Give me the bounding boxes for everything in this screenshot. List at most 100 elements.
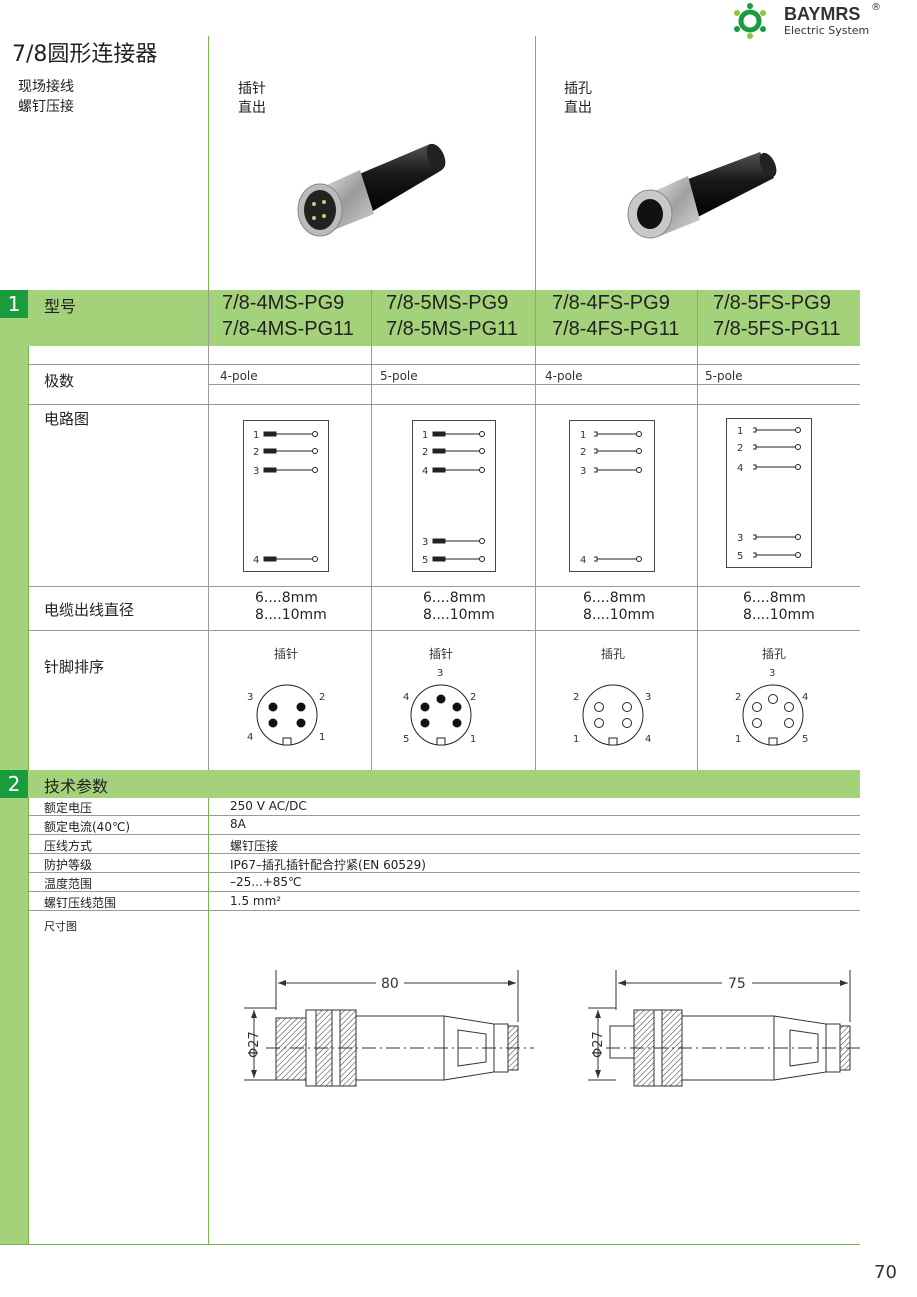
svg-text:4: 4: [802, 692, 808, 703]
socket-column-label-1: 插孔: [564, 81, 592, 97]
circuit-diagram: 1 2 3 4: [569, 420, 655, 572]
svg-text:2: 2: [573, 692, 579, 703]
row-line: [28, 364, 860, 365]
row-line: [28, 815, 860, 816]
row-line: [28, 891, 860, 892]
circuit-diagram: 1 2 4 3 5: [726, 418, 812, 568]
svg-text:3: 3: [247, 692, 253, 703]
param-value: 8A: [230, 817, 246, 831]
cable-label: 电缆出线直径: [44, 601, 135, 619]
circuit-pin-label: 3: [580, 466, 586, 477]
brand-logo: BAYMRS ® Electric System: [730, 2, 910, 40]
svg-text:2: 2: [319, 692, 325, 703]
dimension-diameter: Φ27: [591, 1031, 606, 1058]
row-line: [28, 853, 860, 854]
section1-header: [0, 290, 860, 346]
pin-column-label-1: 插针: [238, 81, 266, 97]
circuit-label: 电路图: [44, 410, 90, 428]
pinout-type: 插孔: [761, 647, 786, 661]
svg-text:4: 4: [247, 732, 253, 743]
section2-number: 2: [0, 770, 28, 798]
pinout-diagram-male-4: 3 2 4 1: [247, 684, 325, 746]
install-label-1: 现场接线: [18, 79, 74, 95]
dimension-drawing-male: 80 Φ27: [244, 970, 534, 1087]
circuit-diagram: 1 2 3 4: [243, 420, 329, 572]
dimension-length: 80: [381, 976, 399, 992]
section2-label: 技术参数: [44, 777, 109, 796]
male-connector-image: [297, 143, 446, 237]
section2-header: [0, 770, 860, 798]
section1-number: 1: [0, 290, 28, 318]
pinout-type: 插孔: [600, 647, 625, 661]
param-value: 250 V AC/DC: [230, 799, 307, 813]
pinout-type: 插针: [428, 647, 453, 661]
bottom-border: [0, 1244, 860, 1245]
poles-value: 5-pole: [380, 369, 418, 383]
svg-text:2: 2: [470, 692, 476, 703]
divider: [535, 290, 536, 770]
poles-value: 4-pole: [545, 369, 583, 383]
svg-text:1: 1: [319, 732, 325, 743]
divider: [697, 290, 698, 770]
circuit-pin-label: 1: [580, 430, 586, 441]
param-label: 温度范围: [44, 877, 93, 891]
socket-column-label-2: 直出: [564, 100, 592, 116]
pin-column-label-2: 直出: [238, 100, 266, 116]
divider: [535, 36, 536, 290]
svg-text:5: 5: [802, 734, 808, 745]
page-title: 7/8圆形连接器: [12, 42, 158, 67]
divider: [371, 290, 372, 770]
circuit-diagram: 1 2 4 3 5: [412, 420, 496, 572]
svg-text:1: 1: [573, 734, 579, 745]
row-line: [28, 872, 860, 873]
svg-text:2: 2: [735, 692, 741, 703]
poles-value: 5-pole: [705, 369, 743, 383]
circuit-pin-label: 5: [737, 551, 743, 562]
dimension-length: 75: [728, 976, 746, 992]
poles-value: 4-pole: [220, 369, 258, 383]
param-label: 额定电压: [44, 801, 93, 815]
dims-label: 尺寸图: [44, 920, 77, 933]
row-line: [28, 910, 860, 911]
pinout-label: 针脚排序: [44, 658, 105, 676]
param-value: 1.5 mm²: [230, 894, 282, 908]
svg-text:3: 3: [645, 692, 651, 703]
divider: [208, 290, 209, 770]
pinout-diagram-female-4: 2 3 1 4: [573, 684, 651, 746]
row-line: [28, 630, 860, 631]
circuit-pin-label: 1: [422, 430, 428, 441]
dimension-diameter: Φ27: [247, 1031, 262, 1058]
svg-text:4: 4: [403, 692, 409, 703]
circuit-pin-label: 1: [737, 426, 743, 437]
logo-brand: BAYMRS: [784, 4, 861, 24]
poles-label: 极数: [44, 372, 75, 390]
circuit-pin-label: 2: [737, 443, 743, 454]
circuit-pin-label: 3: [422, 537, 428, 548]
svg-text:3: 3: [769, 668, 775, 679]
side-strip: [0, 290, 28, 1245]
param-label: 螺钉压线范围: [44, 896, 117, 910]
circuit-pin-label: 1: [253, 430, 259, 441]
circuit-pin-label: 2: [422, 447, 428, 458]
param-value: 螺钉压接: [230, 839, 279, 853]
logo-icon: [734, 3, 766, 39]
page-number: 70: [874, 1262, 897, 1283]
svg-text:4: 4: [645, 734, 651, 745]
row-line: [208, 384, 860, 385]
circuit-pin-label: 4: [580, 555, 586, 566]
svg-text:3: 3: [437, 668, 443, 679]
svg-text:1: 1: [470, 734, 476, 745]
circuit-pin-label: 3: [737, 533, 743, 544]
param-label: 压线方式: [44, 839, 93, 853]
circuit-pin-label: 2: [253, 447, 259, 458]
logo-sub: Electric System: [784, 24, 870, 37]
